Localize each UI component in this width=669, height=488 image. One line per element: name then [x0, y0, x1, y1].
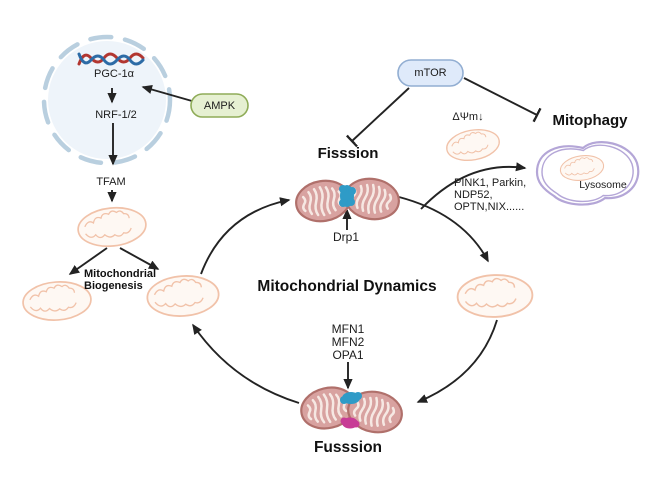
mtor-label: mTOR: [414, 67, 447, 79]
arrow-biogenesis-right: [119, 247, 160, 270]
receptors-line-3: OPTN,NIX......: [454, 201, 525, 213]
tfam-label: TFAM: [96, 176, 126, 188]
fusion-title: Fusssion: [313, 439, 383, 456]
fusion-mitochondrion-icon: [295, 381, 407, 438]
receptors-line-1: PINK1, Parkin,: [454, 177, 527, 189]
arrow-biogenesis-left: [68, 247, 108, 275]
inhibit-mtor-fission: [346, 87, 410, 148]
opa1-label: OPA1: [332, 348, 364, 362]
membrane-potential-label: ΔΨm↓: [452, 111, 484, 123]
fusion-site-bottom-icon: [340, 417, 360, 429]
receptors-line-2: NDP52,: [454, 189, 493, 201]
pgc1a-label: PGC-1α: [94, 68, 134, 80]
fusion-site-top-icon: [340, 392, 362, 404]
mitochondrion-cycle-right-icon: [455, 272, 535, 320]
lysosome-label: Lysosome: [579, 179, 627, 191]
arrow-ampk-to-pgc1a: [141, 85, 193, 102]
mitochondrion-depolarized-icon: [443, 125, 503, 165]
mitochondrion-daughter-left-icon: [20, 278, 94, 324]
diagram-arrows: [68, 77, 542, 404]
dynamics-title: Mitochondrial Dynamics: [257, 278, 437, 295]
biogenesis-line-1: Mitochondrial: [84, 268, 157, 280]
arrow-to-lysosome: [420, 162, 527, 210]
mtor-pill: [397, 59, 464, 87]
dna-helix-icon: [77, 52, 145, 66]
arrow-cycle-fusion-to-left: [192, 323, 300, 404]
inhibit-mtor-mitophagy: [463, 77, 542, 123]
ampk-label: AMPK: [203, 100, 236, 112]
arrow-cycle-right-to-fusion: [416, 319, 498, 403]
mitochondrion-biogenesis-parent-icon: [75, 203, 149, 251]
mfn2-label: MFN2: [331, 335, 365, 349]
biogenesis-label: Mitochondrial Biogenesis: [84, 268, 156, 292]
arrow-cycle-fission-to-right: [398, 196, 489, 263]
lysosome-icon: [535, 141, 640, 206]
nrf12-label: NRF-1/2: [95, 109, 137, 121]
ampk-pill: [190, 93, 249, 118]
fusion-proteins-list: MFN1 MFN2 OPA1: [320, 323, 376, 362]
mitophagy-receptors-list: PINK1, Parkin, NDP52, OPTN,NIX......: [454, 177, 526, 213]
drp1-label: Drp1: [332, 230, 359, 244]
biogenesis-line-2: Biogenesis: [84, 280, 143, 292]
fission-title: Fisssion: [317, 145, 379, 162]
nucleus: [41, 34, 173, 166]
arrow-cycle-to-fission: [200, 197, 291, 275]
drp1-ring-icon: [339, 185, 356, 207]
fission-mitochondrion-icon: [291, 173, 404, 227]
mfn1-label: MFN1: [331, 322, 365, 336]
mitochondrion-cycle-left-icon: [145, 272, 221, 320]
mitophagy-title: Mitophagy: [552, 112, 628, 129]
